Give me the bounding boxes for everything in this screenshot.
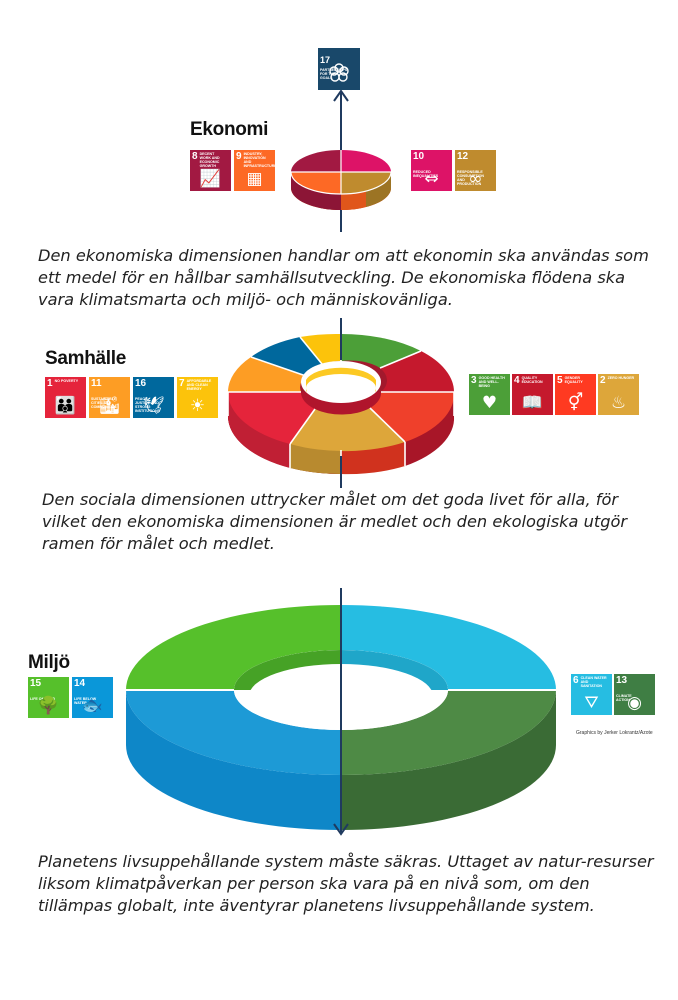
sdg-goal-2-tile: 2Zero hunger ♨ — [598, 374, 639, 415]
sdg-goal-number: 3 — [471, 375, 477, 386]
water-glass-icon: ⛛ — [584, 693, 599, 713]
sdg-goal-number: 10 — [413, 151, 425, 162]
sdg-goal-label: Life below water — [74, 697, 97, 705]
graphics-credit: Graphics by Jerker Lokrantz/Azote — [576, 730, 653, 736]
growth-chart-icon: 📈 — [199, 169, 222, 189]
sdg-goal-label: Sustainable cities and communities — [91, 397, 117, 409]
sdg-goal-11-tile: 11Sustainable cities and communities🏙 — [89, 377, 130, 418]
sdg-goal-14-tile: 14Life below water🐟 — [72, 677, 113, 718]
tree-icon: 🌳 — [37, 696, 60, 716]
book-icon: 📖 — [521, 393, 544, 413]
bowl-icon: ♨ — [610, 393, 627, 413]
miljo-heading: Miljö — [28, 652, 70, 673]
sdg-goal-number: 2 — [600, 375, 606, 386]
fish-icon: 🐟 — [81, 696, 104, 716]
samhalle-heading: Samhälle — [45, 348, 127, 369]
heartbeat-icon: ♥ — [481, 393, 498, 413]
sdg-goal-number: 8 — [192, 151, 198, 162]
bottom-arrow — [333, 588, 349, 836]
samhalle-ring — [227, 333, 455, 475]
sdg-goal-number: 13 — [616, 675, 628, 686]
ekonomi-heading: Ekonomi — [190, 119, 269, 140]
sdg-goal-12-tile: 12Responsible consumption and production… — [455, 150, 496, 191]
dove-icon: 🕊 — [142, 396, 165, 416]
miljo-text: Planetens livsuppehållande system måste … — [38, 852, 654, 915]
sdg-goal-number: 9 — [236, 151, 242, 162]
top-arrow — [333, 89, 349, 150]
sdg-goal-label: Responsible consumption and production — [457, 170, 484, 186]
family-icon: 👪 — [54, 396, 77, 416]
infinity-icon: ∞ — [468, 169, 483, 189]
miljo-ring — [126, 605, 556, 830]
sdg-goal-label: Affordable and clean energy — [186, 379, 212, 391]
sdg-goal-label: No poverty — [54, 379, 79, 383]
sdg-goal-label: Life on land — [30, 697, 56, 701]
sdg-goal-number: 14 — [74, 678, 86, 689]
ekonomi-text: Den ekonomiska dimensionen handlar om at… — [38, 246, 649, 309]
samhalle-text: Den sociala dimensionen uttrycker målet … — [42, 490, 628, 553]
sdg-goal-label: Climate action — [616, 694, 632, 702]
top-goal-17-label: 17 Partnerships for the goals — [320, 55, 348, 81]
ekonomi-ring — [290, 150, 392, 210]
sdg-goal-label: Zero hunger — [607, 376, 635, 380]
sdg-goal-label: Industry, innovation and infrastructure — [243, 152, 275, 168]
sdg-goal-number: 1 — [47, 378, 53, 389]
sdg-goal-label: Reduced inequalities — [413, 170, 439, 178]
city-icon: 🏙 — [98, 396, 121, 416]
sdg-goal-label: Good health and well-being — [478, 376, 505, 388]
sdg-goal-number: 5 — [557, 375, 563, 386]
sdg-goal-label: Decent work and economic growth — [199, 152, 220, 168]
sdg-goal-label: Quality education — [521, 376, 543, 384]
sdg-goal-number: 6 — [573, 675, 579, 686]
sdg-goal-9-tile: 9Industry, innovation and infrastructure… — [234, 150, 275, 191]
sdg-goal-6-tile: 6Clean water and sanitation ⛛ — [571, 674, 612, 715]
sdg-goal-number: 16 — [135, 378, 147, 389]
gender-icon: ⚥ — [567, 393, 584, 413]
sdg-goal-16-tile: 16Peace, justice and strong institutions… — [133, 377, 174, 418]
sdg-goal-number: 7 — [179, 378, 185, 389]
sdg-goal-label: Peace, justice and strong institutions — [135, 397, 160, 413]
sdg-goal-5-tile: 5Gender equality ⚥ — [555, 374, 596, 415]
sdg-goal-number: 12 — [457, 151, 469, 162]
sdg-goal-label: Clean water and sanitation — [580, 676, 607, 688]
sdg-goal-number: 11 — [91, 378, 102, 389]
equality-arrows-icon: ⇔ — [424, 169, 439, 189]
sdg-goal-1-tile: 1No poverty 👪 — [45, 377, 86, 418]
sun-icon: ☀ — [189, 396, 206, 416]
top-goal-17-icon — [318, 48, 360, 90]
sdg-goal-8-tile: 8Decent work and economic growth📈 — [190, 150, 231, 191]
eye-earth-icon: ◉ — [627, 693, 642, 713]
sdg-goal-number: 15 — [30, 678, 42, 689]
sdg-goal-15-tile: 15Life on land🌳 — [28, 677, 69, 718]
sdg-goal-4-tile: 4Quality education 📖 — [512, 374, 553, 415]
sdg-goal-13-tile: 13Climate action◉ — [614, 674, 655, 715]
sdg-goal-3-tile: 3Good health and well-being ♥ — [469, 374, 510, 415]
sdg-goal-10-tile: 10Reduced inequalities⇔ — [411, 150, 452, 191]
sdg-goal-7-tile: 7Affordable and clean energy ☀ — [177, 377, 218, 418]
cubes-icon: ▦ — [246, 169, 263, 189]
sdg-goal-number: 4 — [514, 375, 520, 386]
sdg-goal-label: Gender equality — [564, 376, 583, 384]
